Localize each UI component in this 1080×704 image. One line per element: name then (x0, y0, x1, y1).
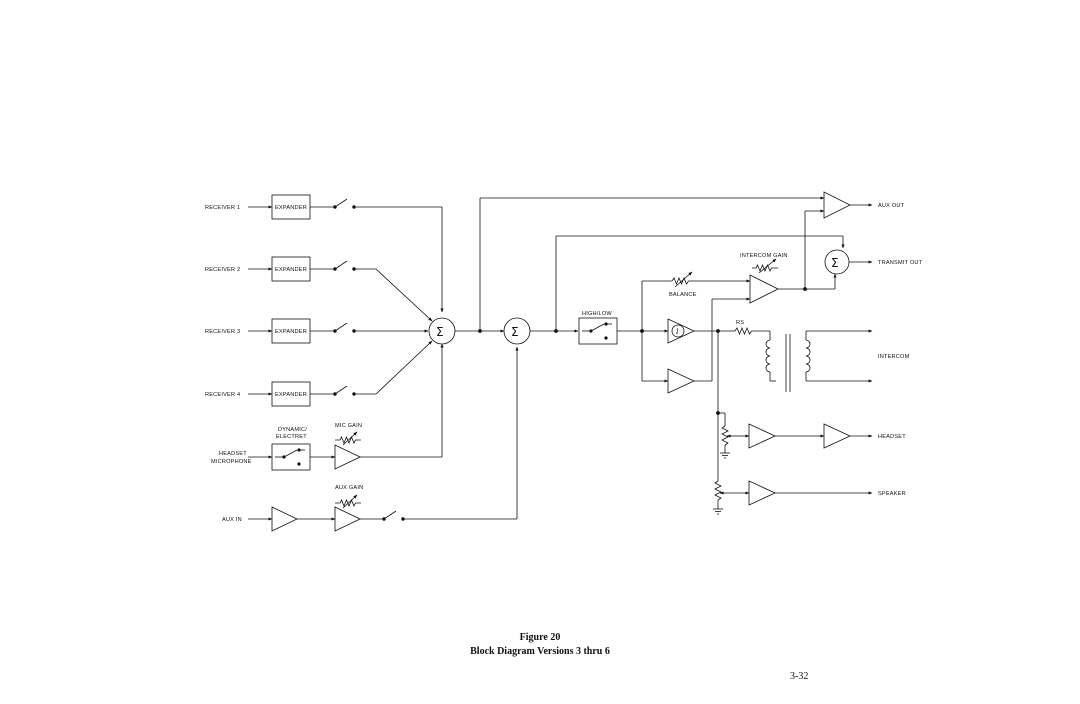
switch-1 (334, 198, 348, 208)
mic-gain-amplifier (334, 444, 361, 470)
transmit-out-label: TRANSMIT OUT (878, 260, 923, 266)
headset-mic-channel (248, 343, 444, 471)
rs-resistor (734, 326, 753, 336)
intercom-label: INTERCOM (878, 354, 910, 360)
intercom-drive-amplifier (667, 368, 695, 394)
aux-in-channel (248, 346, 519, 532)
current-i-icon: i (676, 327, 679, 336)
intercom-gain-label: INTERCOM GAIN (740, 253, 788, 259)
switch-3 (334, 322, 348, 332)
receiver-3-channel (248, 318, 429, 344)
aux-in-switch (383, 510, 397, 520)
current-amplifier (667, 318, 695, 344)
electret-label: ELECTRET (276, 434, 307, 440)
receiver-4-channel (248, 340, 433, 407)
balance-resistor (671, 276, 720, 286)
mic-gain-resistor (335, 435, 361, 445)
speaker-volume-pot (714, 480, 722, 501)
receiver-4-label: RECEIVER 4 (205, 392, 240, 398)
receiver-2-label: RECEIVER 2 (205, 267, 240, 273)
headset-volume-pot (721, 425, 729, 446)
speaker-label: SPEAKER (878, 491, 906, 497)
headset-preamp (748, 423, 776, 449)
switch-2 (334, 260, 348, 270)
high-low-label: HIGH/LOW (582, 311, 612, 317)
speaker-amplifier (748, 480, 776, 506)
expander-3-label: EXPANDER (275, 329, 307, 335)
expander-1-label: EXPANDER (275, 205, 307, 211)
aux-out-label: AUX OUT (878, 203, 905, 209)
dynamic-label: DYNAMIC/ (278, 427, 307, 433)
figure-number: Figure 20 (519, 632, 561, 643)
aux-gain-amplifier (334, 506, 361, 532)
receiver-1-label: RECEIVER 1 (205, 205, 240, 211)
receiver-2-channel (248, 256, 433, 322)
receiver-1-channel (248, 194, 444, 313)
rs-label: RS (736, 320, 744, 326)
intercom-gain-amplifier (749, 274, 779, 304)
aux-gain-label: AUX GAIN (335, 485, 363, 491)
headset-label: HEADSET (878, 434, 906, 440)
sigma-icon: Σ (511, 325, 519, 339)
switch-4 (334, 385, 348, 395)
sigma-icon: Σ (831, 256, 839, 270)
figure-title: Block Diagram Versions 3 thru 6 (470, 646, 610, 657)
aux-gain-resistor (335, 498, 361, 508)
headset-power-amp (823, 423, 851, 449)
intercom-gain-resistor (752, 263, 778, 273)
page-number: 3-32 (790, 671, 809, 682)
headset-mic-label-line1: HEADSET (219, 451, 247, 457)
aux-out-amplifier (823, 191, 851, 219)
mic-gain-label: MIC GAIN (335, 423, 362, 429)
receiver-3-label: RECEIVER 3 (205, 329, 240, 335)
expander-2-label: EXPANDER (275, 267, 307, 273)
headset-mic-label-line2: MICROPHONE (211, 459, 252, 465)
aux-in-label: AUX IN (222, 517, 242, 523)
balance-label: BALANCE (669, 292, 697, 298)
aux-in-buffer-amplifier (271, 506, 298, 532)
expander-4-label: EXPANDER (275, 392, 307, 398)
sigma-icon: Σ (436, 325, 444, 339)
